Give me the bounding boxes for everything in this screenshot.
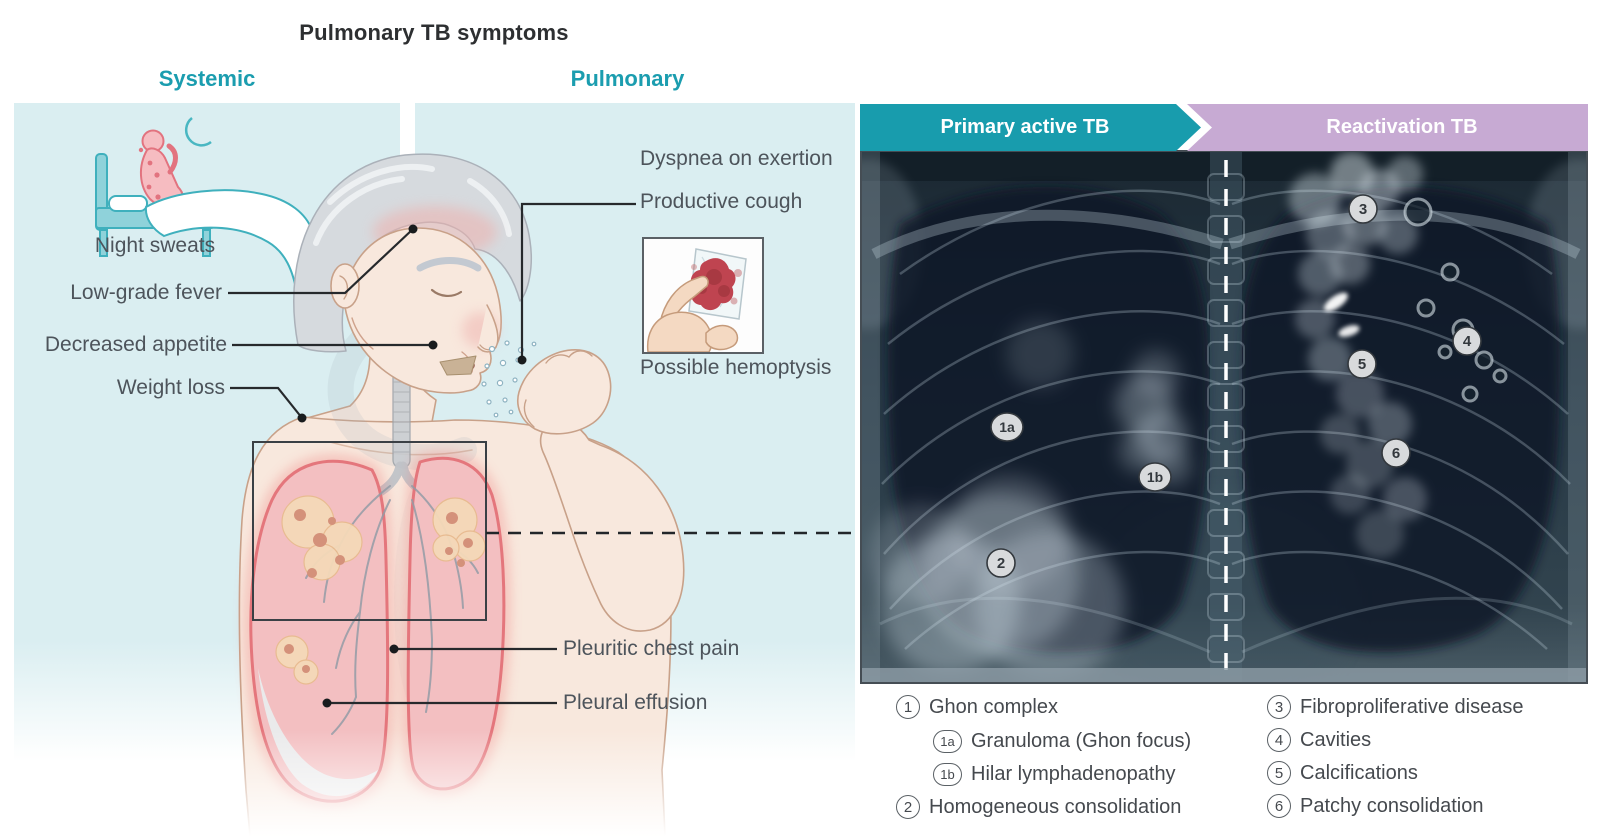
svg-text:3: 3 [1359,201,1367,218]
legend-item-fibroproliferative-disease: 3 Fibroproliferative disease [1267,693,1523,721]
legend-item-calcifications: 5 Calcifications [1267,759,1418,787]
label-night-sweats: Night sweats [94,234,216,257]
hemoptysis-inset [642,237,764,354]
label-productive-cough: Productive cough [640,190,803,213]
legend-item-cavities: 4 Cavities [1267,726,1371,754]
marker-6: 6 [1381,438,1411,468]
label-possible-hemoptysis: Possible hemoptysis [640,356,832,379]
legend-badge-3: 3 [1267,695,1291,719]
svg-text:6: 6 [1392,445,1400,462]
legend-item-granuloma: 1a Granuloma (Ghon focus) [933,727,1191,755]
reactivation-tb-features [1289,152,1427,558]
svg-text:1b: 1b [1147,469,1163,485]
header-primary-active-tb: Primary active TB [940,116,1110,138]
header-reactivation-tb: Reactivation TB [1326,116,1478,138]
marker-1a: 1a [990,412,1024,442]
column-heading-systemic: Systemic [158,66,256,91]
banner-primary-tb [860,104,1201,151]
label-low-grade-fever: Low-grade fever [70,281,222,304]
calcifications [1324,292,1360,337]
svg-text:4: 4 [1463,333,1472,350]
legend-badge-5: 5 [1267,761,1291,785]
label-weight-loss: Weight loss [116,376,225,399]
legend-item-patchy-consolidation: 6 Patchy consolidation [1267,792,1483,820]
marker-2: 2 [986,548,1016,578]
legend-badge-1b: 1b [933,762,962,786]
svg-text:1a: 1a [999,419,1015,435]
legend-badge-6: 6 [1267,794,1291,818]
legend-item-ghon-complex: 1 Ghon complex [896,693,1058,721]
banner-reactivation-tb [1187,104,1588,151]
legend-badge-4: 4 [1267,728,1291,752]
xray-image [860,150,1588,684]
marker-1b: 1b [1138,462,1172,492]
label-dyspnea: Dyspnea on exertion [640,147,833,170]
marker-4: 4 [1452,326,1482,356]
svg-text:5: 5 [1358,356,1366,373]
svg-text:2: 2 [997,555,1005,572]
legend-badge-2: 2 [896,795,920,819]
page-title: Pulmonary TB symptoms [299,20,569,45]
legend-badge-1: 1 [896,695,920,719]
label-pleural-effusion: Pleural effusion [563,691,708,714]
hand [646,275,739,352]
marker-5: 5 [1347,349,1377,379]
label-pleuritic-chest-pain: Pleuritic chest pain [563,637,740,660]
marker-3: 3 [1348,194,1378,224]
label-decreased-appetite: Decreased appetite [44,333,227,356]
xray-markers: 1a 1b 2 3 4 5 [986,194,1482,578]
systemic-panel [14,103,400,775]
legend-badge-1a: 1a [933,729,962,753]
legend-item-hilar-lymphadenopathy: 1b Hilar lymphadenopathy [933,760,1176,788]
column-heading-pulmonary: Pulmonary [570,66,685,91]
legend-item-homogeneous-consolidation: 2 Homogeneous consolidation [896,793,1181,821]
xray-panel: 1a 1b 2 3 4 5 [860,104,1588,684]
hemoptysis-illustration [646,248,747,352]
